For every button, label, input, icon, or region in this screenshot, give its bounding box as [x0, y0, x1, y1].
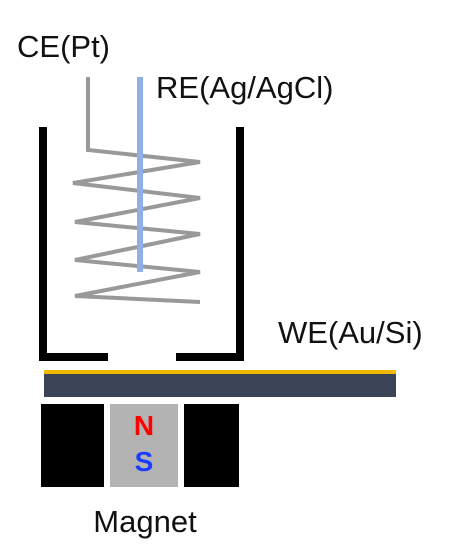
magnet-block-left: [41, 404, 104, 487]
substrate-layer: [44, 372, 396, 397]
cell-wall-right: [176, 127, 244, 361]
magnet-assembly: N S: [41, 404, 239, 487]
working-electrode-label: WE(Au/Si): [278, 315, 423, 350]
electrochemical-cell: [39, 127, 244, 361]
counter-electrode-label: CE(Pt): [17, 29, 110, 64]
south-pole-label: S: [135, 446, 154, 477]
magnet-block-right: [184, 404, 239, 487]
gold-layer: [44, 370, 396, 374]
working-electrode: [44, 370, 396, 397]
counter-electrode-coil: [72, 77, 201, 304]
north-pole-label: N: [134, 410, 154, 441]
magnet-core: [110, 404, 178, 487]
magnet-label: Magnet: [93, 504, 197, 539]
cell-wall-left: [39, 127, 108, 361]
reference-electrode-label: RE(Ag/AgCl): [156, 70, 333, 105]
